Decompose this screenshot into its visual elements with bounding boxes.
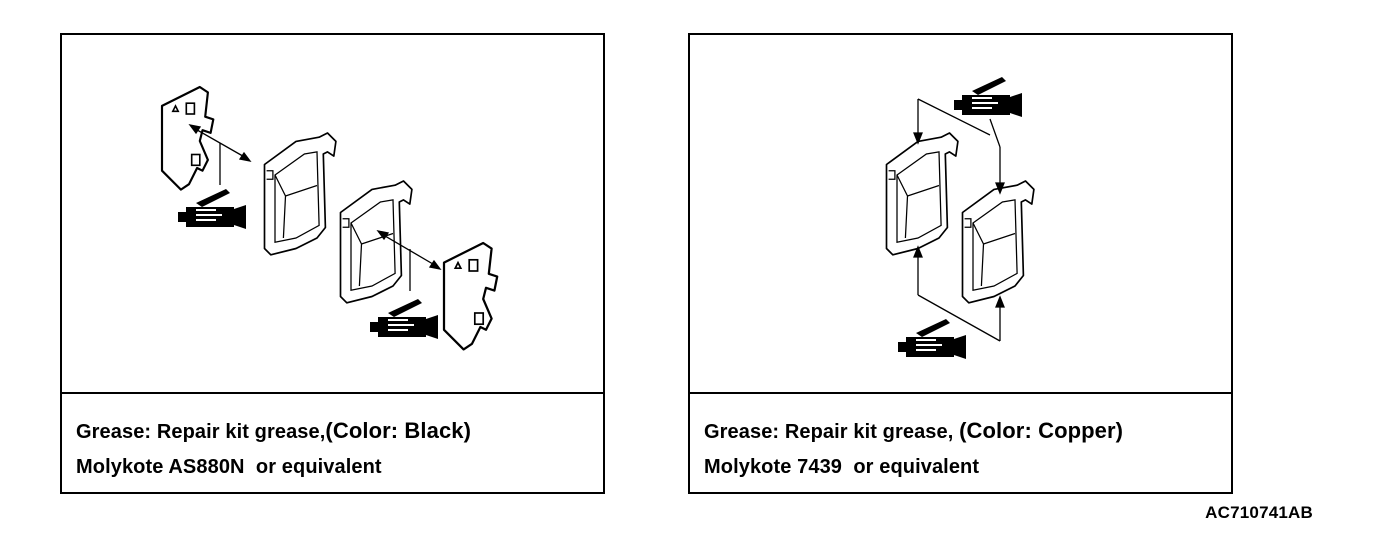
grease-tube-icon (177, 188, 247, 230)
grease-tube-icon (897, 318, 967, 360)
left-caption: Grease: Repair kit grease,(Color: Black)… (76, 413, 596, 485)
arrows-upper (913, 98, 1005, 195)
right-diagram-panel: Grease: Repair kit grease, (Color: Coppe… (688, 33, 1233, 494)
grease-label: Grease: Repair kit grease, (704, 421, 954, 443)
grease-equivalent: or equivalent (853, 456, 980, 478)
arrow-lower (376, 230, 442, 291)
grease-equivalent: or equivalent (255, 456, 382, 478)
grease-color: (Color: Black) (325, 418, 472, 443)
divider (62, 392, 603, 394)
grease-product: Molykote 7439 (704, 456, 843, 478)
divider (690, 392, 1231, 394)
shim-upper-left (160, 85, 215, 191)
arrow-upper (188, 124, 252, 185)
caption-line-1: Grease: Repair kit grease,(Color: Black) (76, 413, 596, 450)
left-diagram-panel: Grease: Repair kit grease,(Color: Black)… (60, 33, 605, 494)
brake-pad-outer (961, 180, 1035, 304)
arrows-lower (913, 245, 1005, 342)
grease-color: (Color: Copper) (959, 418, 1124, 443)
caption-line-1: Grease: Repair kit grease, (Color: Coppe… (704, 413, 1224, 450)
right-caption: Grease: Repair kit grease, (Color: Coppe… (704, 413, 1224, 485)
caption-line-2: Molykote AS880N or equivalent (76, 450, 596, 485)
right-brake-pad-illustration (885, 76, 1035, 360)
brake-pad-inner (263, 132, 337, 256)
shim-lower-right (442, 241, 499, 351)
grease-label: Grease: Repair kit grease, (76, 421, 326, 443)
grease-tube-icon (953, 76, 1023, 118)
left-brake-pad-illustration (160, 85, 499, 351)
reference-code: AC710741AB (1205, 503, 1313, 522)
grease-product: Molykote AS880N (76, 456, 245, 478)
brake-pad-inner (885, 132, 959, 256)
grease-tube-icon (369, 298, 439, 340)
brake-pad-outer (339, 180, 413, 304)
caption-line-2: Molykote 7439 or equivalent (704, 450, 1224, 485)
